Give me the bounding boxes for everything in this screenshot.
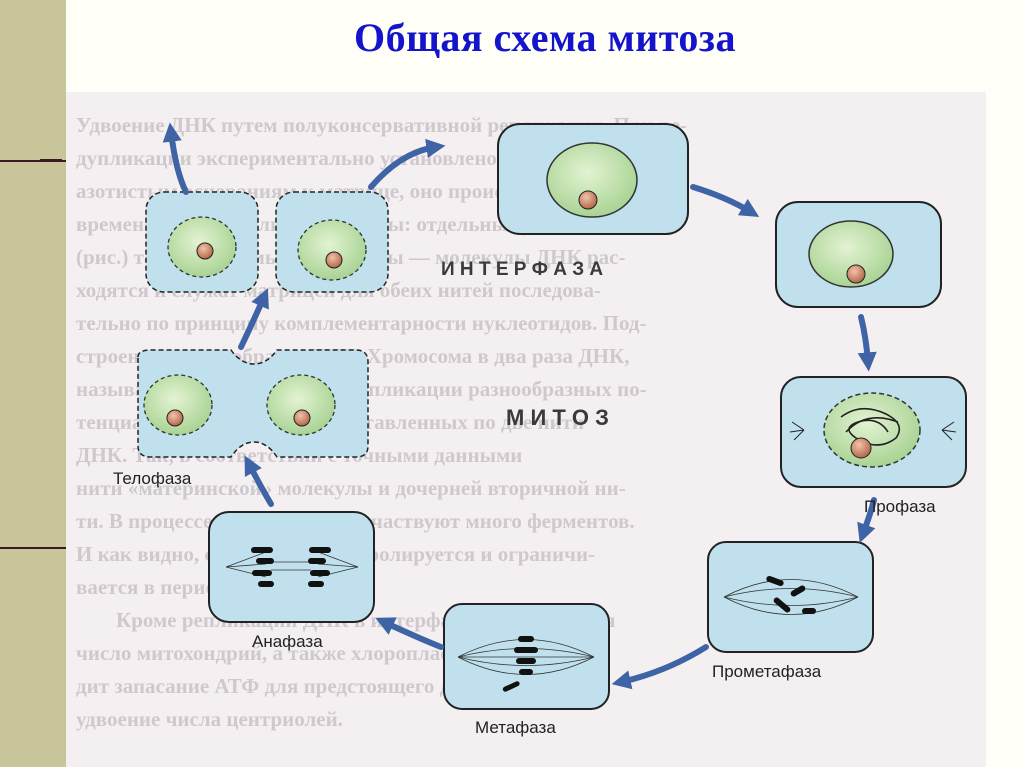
mitosis-diagram: Удвоение ДНК путем полуконсервативной ре…	[76, 113, 967, 737]
divider-tick	[40, 159, 62, 161]
prometaphase-label: Прометафаза	[712, 662, 822, 681]
telophase-label: Телофаза	[113, 469, 192, 488]
metaphase-label: Метафаза	[475, 718, 556, 737]
cycle-arrows	[162, 122, 877, 690]
divider-line	[0, 160, 66, 162]
divider-line	[0, 547, 66, 549]
background-text-line: нити «материнской» молекулы и дочерней в…	[76, 476, 626, 500]
telophase-cell	[137, 349, 369, 458]
interphase-label: И Н Т Е Р Ф А З А	[441, 259, 603, 280]
background-text-line: удвоение числа центриолей.	[76, 707, 343, 731]
prometaphase-cell	[707, 541, 874, 653]
prophase-cell	[780, 376, 967, 488]
slide-title: Общая схема митоза	[354, 15, 736, 60]
daughter-cell-left	[145, 191, 259, 293]
mitosis-label: М И Т О З	[506, 405, 609, 430]
interphase-cell-large	[497, 123, 689, 235]
background-text-line: тельно по принципу комплементарности нук…	[76, 311, 646, 335]
anaphase-cell	[208, 511, 375, 623]
prophase-label: Профаза	[864, 497, 936, 516]
daughter-cell-right	[275, 191, 389, 293]
anaphase-label: Анафаза	[252, 632, 323, 651]
metaphase-cell	[443, 603, 610, 710]
interphase-cell-right	[775, 201, 942, 308]
sidebar-decoration	[0, 0, 66, 767]
